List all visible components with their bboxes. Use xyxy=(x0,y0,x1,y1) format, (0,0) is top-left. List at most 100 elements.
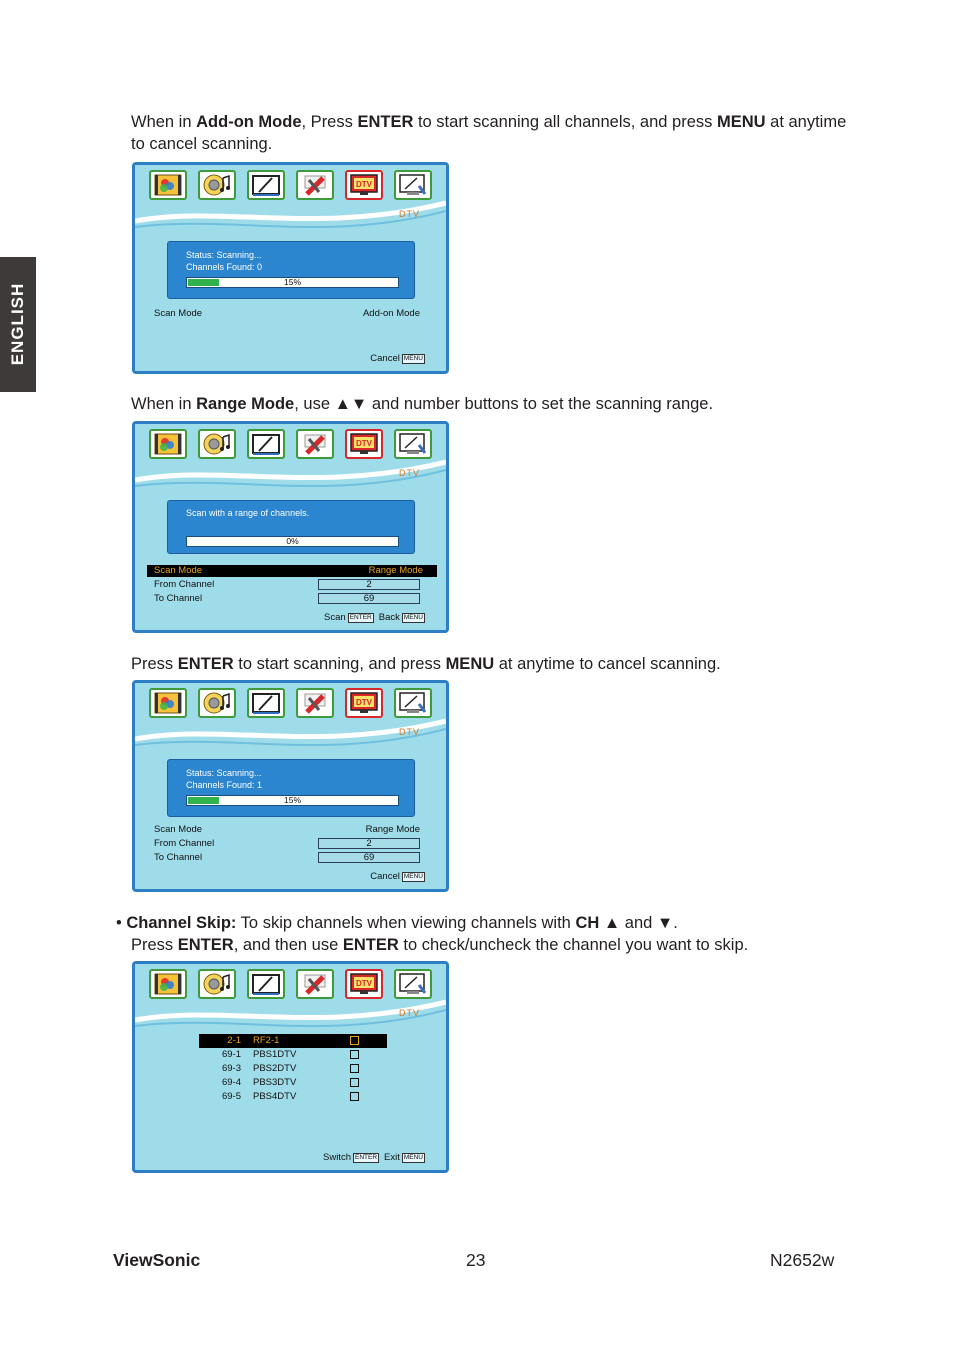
intro1-bold-3: MENU xyxy=(716,113,766,131)
to-channel-row[interactable]: To Channel 69 xyxy=(151,852,434,864)
channel-row[interactable]: 69-4 PBS3DTV xyxy=(199,1076,387,1090)
footer-brand: ViewSonic xyxy=(113,1250,201,1270)
to-channel-input[interactable]: 69 xyxy=(318,852,420,863)
osd-screen-range-scanning: DTV Status: Scanning... Channels Found: … xyxy=(132,680,449,892)
scan-mode-row[interactable]: Scan Mode Range Mode xyxy=(151,824,434,836)
scan-mode-label: Scan Mode xyxy=(154,565,203,576)
dtv-icon[interactable] xyxy=(345,969,383,999)
channel-row[interactable]: 69-3 PBS2DTV xyxy=(199,1062,387,1076)
intro4-bold-3: ENTER xyxy=(177,936,234,954)
osd-footer: Switch ENTER Exit MENU xyxy=(323,1152,428,1163)
skip-checkbox[interactable] xyxy=(350,1092,359,1101)
channel-number: 69-5 xyxy=(221,1091,241,1102)
tools-icon[interactable] xyxy=(296,429,334,459)
to-channel-input[interactable]: 69 xyxy=(318,593,420,604)
osd-footer: Cancel MENU xyxy=(370,871,428,882)
scan-mode-label: Scan Mode xyxy=(154,824,203,835)
channel-row[interactable]: 69-1 PBS1DTV xyxy=(199,1048,387,1062)
intro2-text-1: When in xyxy=(131,395,197,413)
osd-footer: Scan ENTER Back MENU xyxy=(324,612,428,623)
intro3-text-2: to start scanning, and press xyxy=(233,655,446,673)
channel-number: 2-1 xyxy=(227,1035,241,1046)
audio-icon[interactable] xyxy=(198,170,236,200)
tv-icon[interactable] xyxy=(247,688,285,718)
scan-progress-fill xyxy=(188,279,219,286)
channel-name: PBS2DTV xyxy=(253,1063,297,1074)
tv-icon[interactable] xyxy=(247,969,285,999)
scan-mode-row[interactable]: Scan Mode Range Mode xyxy=(147,565,437,577)
osd-footer: Cancel MENU xyxy=(370,353,428,364)
channel-number: 69-1 xyxy=(221,1049,241,1060)
channel-name: PBS1DTV xyxy=(253,1049,297,1060)
channel-name: RF2-1 xyxy=(253,1035,280,1046)
dtv-icon[interactable] xyxy=(345,429,383,459)
scan-progress-percent: 15% xyxy=(283,277,301,287)
scan-range-message: Scan with a range of channels. xyxy=(186,508,310,518)
picture-icon[interactable] xyxy=(149,688,187,718)
from-channel-label: From Channel xyxy=(154,579,215,590)
scan-mode-row[interactable]: Scan Mode Add-on Mode xyxy=(151,308,434,320)
from-channel-input[interactable]: 2 xyxy=(318,838,420,849)
skip-checkbox[interactable] xyxy=(350,1078,359,1087)
scan-mode-value: Range Mode xyxy=(365,824,420,835)
intro4-text-2: ▲ and ▼. xyxy=(599,914,678,932)
audio-icon[interactable] xyxy=(198,688,236,718)
cancel-hint: Cancel xyxy=(370,871,400,882)
menu-key-icon: MENU xyxy=(401,1152,425,1163)
intro2-bold-1: Range Mode xyxy=(196,395,295,413)
tv-icon[interactable] xyxy=(247,170,285,200)
intro-channel-skip: • Channel Skip: To skip channels when vi… xyxy=(116,912,856,956)
channels-found-text: Channels Found: 1 xyxy=(186,780,263,790)
scan-status-text: Status: Scanning... xyxy=(186,250,262,260)
tools-icon[interactable] xyxy=(296,170,334,200)
picture-icon[interactable] xyxy=(149,429,187,459)
from-channel-row[interactable]: From Channel 2 xyxy=(151,579,434,591)
osd-screen-range-setup: DTV Scan with a range of channels. 0% Sc… xyxy=(132,421,449,633)
intro3-text-3: at anytime to cancel scanning. xyxy=(494,655,721,673)
to-channel-label: To Channel xyxy=(154,852,203,863)
intro4-text-3: Press xyxy=(131,936,178,954)
scan-progress-bar: 15% xyxy=(186,795,399,806)
setup-icon[interactable] xyxy=(394,969,432,999)
menu-key-icon: MENU xyxy=(401,353,425,364)
intro-start-scanning: Press ENTER to start scanning, and press… xyxy=(131,653,851,675)
tools-icon[interactable] xyxy=(296,688,334,718)
from-channel-input[interactable]: 2 xyxy=(318,579,420,590)
language-side-tab: ENGLISH xyxy=(0,257,36,392)
osd-section-label: DTV xyxy=(399,468,420,478)
picture-icon[interactable] xyxy=(149,969,187,999)
tools-icon[interactable] xyxy=(296,969,334,999)
scan-hint: Scan xyxy=(324,612,346,623)
scan-progress-bar: 0% xyxy=(186,536,399,547)
intro4-bold-4: ENTER xyxy=(342,936,399,954)
setup-icon[interactable] xyxy=(394,429,432,459)
exit-hint: Exit xyxy=(384,1152,400,1163)
from-channel-row[interactable]: From Channel 2 xyxy=(151,838,434,850)
dtv-icon[interactable] xyxy=(345,170,383,200)
scan-range-panel: Scan with a range of channels. 0% xyxy=(167,500,415,554)
picture-icon[interactable] xyxy=(149,170,187,200)
setup-icon[interactable] xyxy=(394,688,432,718)
dtv-icon[interactable] xyxy=(345,688,383,718)
osd-section-label: DTV xyxy=(399,1008,420,1018)
to-channel-label: To Channel xyxy=(154,593,203,604)
audio-icon[interactable] xyxy=(198,969,236,999)
menu-icon-row xyxy=(149,688,432,718)
skip-checkbox[interactable] xyxy=(350,1050,359,1059)
skip-checkbox[interactable] xyxy=(350,1064,359,1073)
osd-screen-add-on-scanning: DTV Status: Scanning... Channels Found: … xyxy=(132,162,449,374)
channel-row[interactable]: 2-1 RF2-1 xyxy=(199,1034,387,1048)
to-channel-row[interactable]: To Channel 69 xyxy=(151,593,434,605)
cancel-hint: Cancel xyxy=(370,353,400,364)
setup-icon[interactable] xyxy=(394,170,432,200)
scan-status-text: Status: Scanning... xyxy=(186,768,262,778)
channel-row[interactable]: 69-5 PBS4DTV xyxy=(199,1090,387,1104)
footer-model: N2652w xyxy=(770,1250,835,1270)
audio-icon[interactable] xyxy=(198,429,236,459)
channels-found-text: Channels Found: 0 xyxy=(186,262,263,272)
intro-range-mode: When in Range Mode, use ▲▼ and number bu… xyxy=(131,393,851,415)
intro4-text-5: to check/uncheck the channel you want to… xyxy=(398,936,749,954)
skip-checkbox[interactable] xyxy=(350,1036,359,1045)
scan-mode-label: Scan Mode xyxy=(154,308,203,319)
tv-icon[interactable] xyxy=(247,429,285,459)
